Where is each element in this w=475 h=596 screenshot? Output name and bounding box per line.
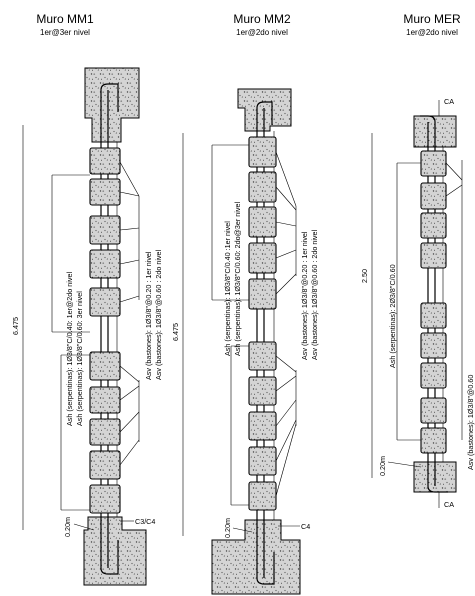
wall-mm2-leaders <box>211 144 297 506</box>
wall-mm1-column-tag: C3/C4 <box>135 517 155 526</box>
wall-mm1-ash-label-2: Ash (serpentinas): 1Ø3/8"C/0.60: 3er niv… <box>75 291 84 426</box>
wall-mm1-lower-blocks <box>89 351 121 514</box>
wall-mm1-height-label: 6.475 <box>11 317 20 335</box>
wall-mm2-ash-label-1: Ash (serpentinas): 1Ø3/8"C/0.40 :1er niv… <box>223 221 232 356</box>
wall-mer: Muro MER 1er@2do nivel <box>360 12 475 509</box>
wall-mm1-upper-blocks <box>89 147 121 317</box>
wall-mm1-asv-label-1: Asv (bastones): 1Ø3/8"@0.20 : 1er nivel <box>144 251 153 380</box>
wall-mm1-bottom-column <box>83 516 147 586</box>
wall-mm2-column-tag: C4 <box>301 522 310 531</box>
wall-mm1-dimension-leader <box>73 523 95 531</box>
wall-mm2-height-label: 6.475 <box>171 323 180 341</box>
wall-mer-title: Muro MER <box>403 12 461 26</box>
wall-mm2-upper-blocks <box>248 136 277 310</box>
wall-mer-asv-label: Asv (bastones): 1Ø3/8"@0.60 <box>466 375 475 470</box>
wall-mm2-dimension-label: 0.20m <box>223 518 232 538</box>
wall-mer-lower-blocks <box>420 302 447 454</box>
wall-mer-ash-label: Ash (serpentinas): 2Ø3/8"C/0.60 <box>388 264 397 368</box>
wall-mm1-subtitle: 1er@3er nivel <box>40 28 90 37</box>
wall-mer-leaders <box>396 160 463 441</box>
wall-mm2-title: Muro MM2 <box>233 12 291 26</box>
wall-mm1-top-column <box>84 67 140 143</box>
wall-mm1-ash-label-1: Ash (serpentinas): 1Ø3/8"C/0.40: 1er@2do… <box>65 272 74 426</box>
wall-mm2-ash-label-2: Ash (serpentinas): 1Ø3/8"C/0.60: 2do@3er… <box>233 202 242 356</box>
wall-mer-upper-blocks <box>420 150 447 269</box>
wall-mm2-lower-blocks <box>248 341 277 511</box>
wall-mm2-asv-label-1: Asv (bastones): 1Ø3/8"@0.20 : 1er nivel <box>300 231 309 360</box>
wall-mm1: Muro MM1 1er@3er nivel <box>11 12 163 586</box>
wall-mer-height-label: 2.50 <box>360 269 369 283</box>
wall-mm2-dimension-leader <box>232 527 253 533</box>
wall-mm2: Muro MM2 1er@2do nivel <box>171 12 319 595</box>
wall-mm2-asv-label-2: Asv (bastones): 1Ø3/8"@0.60 : 2do nivel <box>310 229 319 360</box>
wall-mm1-title: Muro MM1 <box>36 12 94 26</box>
wall-mm2-subtitle: 1er@2do nivel <box>236 28 288 37</box>
wall-mer-top-tag: CA <box>444 97 454 106</box>
wall-mer-dimension-leader <box>387 461 422 468</box>
wall-mer-subtitle: 1er@2do nivel <box>406 28 458 37</box>
wall-mm1-leaders <box>51 161 140 511</box>
wall-mm1-asv-label-2: Asv (bastones): 1Ø3/8"@0.60 : 2do nivel <box>154 249 163 380</box>
wall-mer-bottom-tag: CA <box>444 500 454 509</box>
wall-mer-dimension-label: 0.20m <box>378 456 387 476</box>
wall-mm2-bottom-column <box>211 519 301 595</box>
wall-mm1-dimension-label: 0.20m <box>63 517 72 537</box>
